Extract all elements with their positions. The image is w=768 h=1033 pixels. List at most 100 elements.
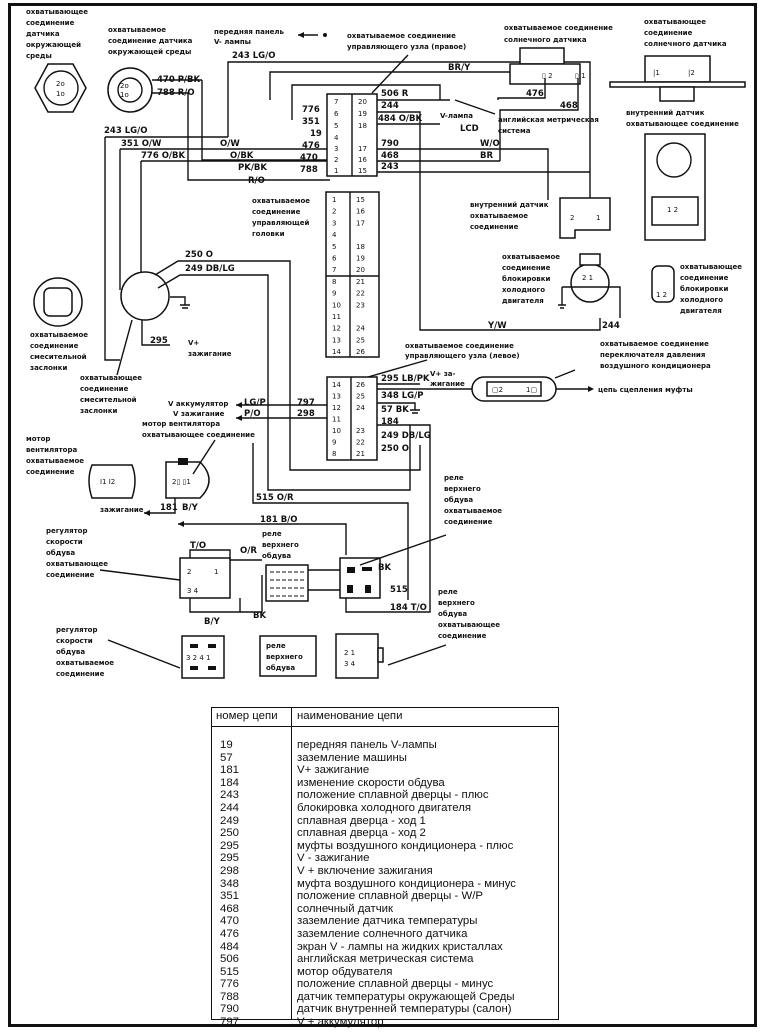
pin-label: 23 [356, 301, 365, 309]
wire-label: P/O [244, 409, 261, 419]
sensor-circle [656, 142, 692, 178]
pin-label: 11 [332, 416, 341, 424]
relay-male-connector: 2 1 3 4 [335, 633, 384, 679]
legend-row-number: 476 [220, 927, 240, 940]
wire-label: 506 R [381, 89, 409, 99]
wire-295 [141, 320, 170, 346]
pin-label: 1 [332, 196, 336, 204]
pin-label: 2 1 [582, 274, 593, 282]
wire-470 [201, 80, 330, 161]
legend-row-name: V - зажигание [297, 852, 370, 865]
relay-box-label-0: реле [266, 642, 286, 650]
pin-label: 25 [356, 336, 365, 344]
wire-label: 250 O [381, 444, 409, 454]
wire-label: BK [378, 563, 391, 573]
legend-row-name: сплавная дверца - ход 1 [297, 814, 426, 827]
wire-244 [377, 111, 601, 331]
cold-lock-female-label-4: двигателя [680, 307, 722, 315]
regulator-female-label-1: скорости [46, 538, 83, 546]
legend-row-name: V + аккумулятор [297, 1016, 384, 1029]
pin-label: 5 [332, 243, 336, 251]
interior-sensor-male-connector: внутренний датчик охватываемое соединени… [470, 197, 611, 239]
ground-icon [558, 287, 566, 309]
regulator-female-label-4: соединение [46, 571, 95, 579]
legend-row-number: 348 [220, 877, 240, 890]
wire-468-sun [499, 78, 579, 161]
connector-body [335, 633, 379, 679]
pin-label: 14 [332, 381, 341, 389]
cold-lock-male-label-1: соединение [502, 264, 551, 272]
legend-row-number: 776 [220, 978, 240, 991]
clutch-label: цепь сцепления муфты [598, 386, 693, 394]
legend-row-number: 788 [220, 990, 240, 1003]
wire-788 [187, 93, 330, 181]
wire-label: 776 [302, 105, 320, 115]
pin-label: 4 [334, 134, 339, 142]
connector-body [326, 376, 378, 461]
legend-row-name: сплавная дверца - ход 2 [297, 827, 426, 840]
connector-body [107, 67, 153, 113]
connector-body [325, 191, 380, 358]
legend-row-number: 181 [220, 764, 240, 777]
pin-label: 9 [332, 290, 336, 298]
wire-label: 295 [150, 336, 168, 346]
ac-switch-label-1: переключателя давления [600, 351, 705, 359]
wire-label: O/R [240, 546, 257, 556]
pin-label: 2 1 [344, 649, 355, 657]
legend-row-name: солнечный датчик [297, 902, 393, 915]
ambient-sensor-female-label-2: датчика [26, 30, 60, 38]
pin [190, 644, 198, 648]
wire-label: T/O [190, 541, 206, 551]
mix-female-label-1: соединение [80, 385, 129, 393]
pointer-line [359, 534, 447, 566]
wire-cold-lock [562, 286, 621, 318]
connector-body [120, 271, 170, 321]
wire-label: 243 [381, 162, 399, 172]
wire-label: 348 LG/P [381, 391, 423, 401]
wire-label: 790 [381, 139, 399, 149]
relay-male-label-4: соединение [444, 518, 493, 526]
legend-header-name: наименование цепи [291, 708, 558, 726]
sun-sensor-male-label-0: охватываемое соединение [504, 24, 613, 32]
sun-sensor-female-label-0: охватывающее [644, 18, 706, 26]
pointer-line [371, 54, 409, 94]
wire-by [189, 598, 241, 613]
cold-lock-female-connector: охватывающее соединение блокировки холод… [651, 263, 742, 315]
relay-box: реле верхнего обдува [259, 635, 317, 677]
fan-motor-male-label-0: мотор [26, 435, 50, 443]
pin-label: 1 [334, 167, 338, 175]
connector-body [559, 197, 611, 239]
control-head-label-0: охватываемое [252, 197, 310, 205]
pin-label: 6 [332, 255, 337, 263]
connector-ring [117, 77, 143, 103]
pin-label: 17 [356, 219, 365, 227]
wire-label: Y/W [487, 321, 507, 331]
lcd-label-1: LCD [460, 124, 479, 134]
wire-label: 244 [602, 321, 620, 331]
pin-block [651, 196, 699, 226]
pin-label: 19 [358, 110, 367, 118]
ambient-sensor-male-label-0: охватываемое [108, 26, 166, 34]
wire-label: 57 BK [381, 405, 409, 415]
ambient-sensor-male-label-1: соединение датчика [108, 37, 193, 45]
legend-row-name: положение сплавной дверцы - W/P [297, 890, 483, 903]
control-right-label-1: управляющего узла (правое) [347, 43, 466, 51]
relay-label-1: верхнего [262, 541, 299, 549]
mix-male-label-1: соединение [30, 342, 79, 350]
wire-label: 351 [302, 117, 320, 127]
relay-female-label-4: соединение [438, 632, 487, 640]
wire-label: 470 [300, 153, 318, 163]
pin-label: |2 [688, 69, 695, 77]
wire-label: 515 [390, 585, 408, 595]
pin-label: 2 [334, 156, 338, 164]
legend-row-number: 243 [220, 789, 240, 802]
front-panel-label-0: передняя панель [214, 28, 285, 36]
diagram-frame [8, 3, 757, 1027]
relay-shape [265, 564, 309, 602]
pin-label: |1 [653, 69, 660, 77]
legend-row-name: передняя панель V-лампы [297, 739, 437, 751]
pin-label: 1▢ [526, 386, 537, 394]
cold-lock-male-label-2: блокировки [502, 275, 550, 283]
relay-male-label-3: охватываемое [444, 507, 502, 515]
pin-label: 25 [356, 393, 365, 401]
